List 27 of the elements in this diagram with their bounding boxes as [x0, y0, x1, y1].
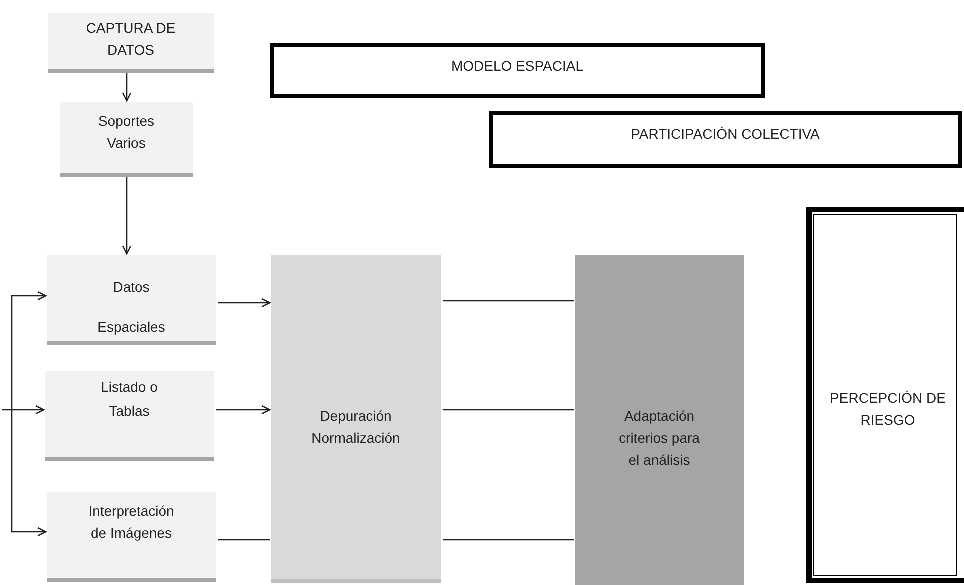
connector-arrow	[216, 405, 271, 415]
node-label: CAPTURA DE DATOS	[85, 19, 177, 60]
process-box	[271, 255, 441, 583]
connector-arrow	[122, 177, 132, 255]
process-box	[575, 255, 744, 585]
node-label: PARTICIPACIÓN COLECTIVA	[631, 125, 820, 144]
connector-arrow	[11, 291, 47, 410]
node-label: PERCEPCIÓN DE RIESGO	[829, 389, 947, 430]
node-label: Depuración Normalización	[310, 407, 402, 448]
node-label: Soportes Varios	[97, 112, 156, 153]
connector-arrow	[2, 405, 45, 415]
process-box	[48, 13, 214, 73]
outlined-box	[806, 207, 964, 583]
node-label: Datos Espaciales	[96, 278, 166, 337]
node-label: Interpretación de Imágenes	[88, 502, 176, 543]
node-label: Adaptación criterios para el análisis	[618, 407, 701, 470]
connector-arrow	[11, 410, 47, 537]
connector-arrow	[122, 73, 132, 102]
outlined-box	[270, 43, 765, 98]
process-box	[45, 371, 214, 461]
process-box	[47, 492, 216, 582]
node-label: Listado o Tablas	[101, 378, 158, 421]
process-box	[47, 255, 216, 345]
process-box	[60, 102, 193, 177]
connector-arrow	[218, 298, 271, 308]
outlined-box	[489, 111, 962, 168]
node-label: MODELO ESPACIAL	[451, 57, 584, 76]
